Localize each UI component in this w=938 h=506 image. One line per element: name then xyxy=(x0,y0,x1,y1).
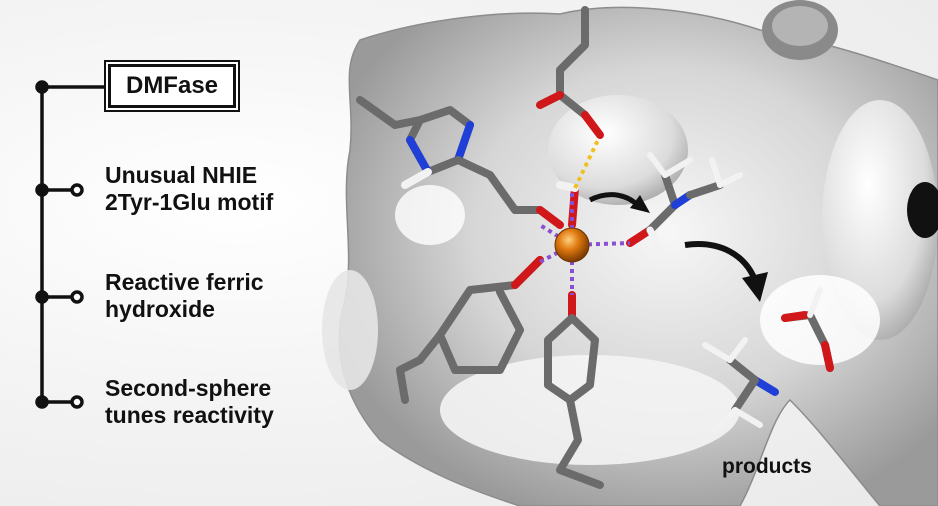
feature-label-second-sphere: Second-sphere tunes reactivity xyxy=(105,375,274,428)
products-label: products xyxy=(722,455,812,478)
feature-timeline xyxy=(35,80,108,409)
feature-label-motif: Unusual NHIE 2Tyr-1Glu motif xyxy=(105,162,274,215)
molecular-model xyxy=(356,6,834,489)
protein-surface xyxy=(322,0,938,506)
enzyme-title: DMFase xyxy=(108,64,236,108)
reaction-arrow-icon xyxy=(588,192,768,302)
iron-center-icon xyxy=(554,227,590,263)
feature-label-ferric-hydroxide: Reactive ferric hydroxide xyxy=(105,269,264,322)
